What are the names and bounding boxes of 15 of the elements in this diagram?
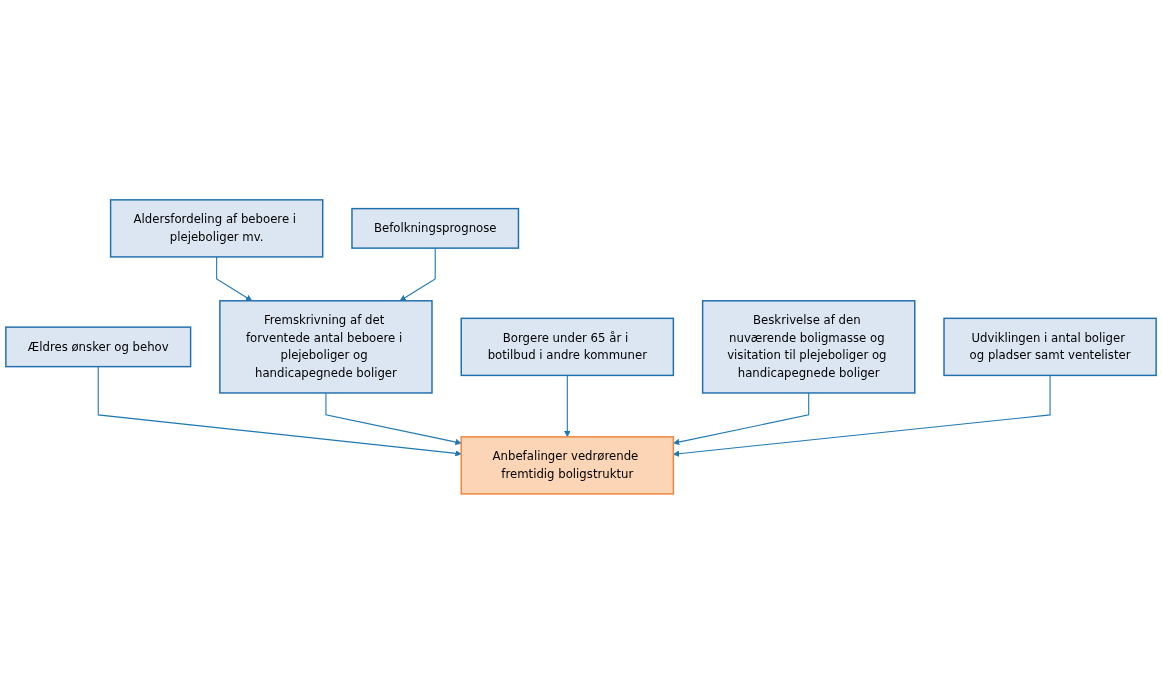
node-box: Borgere under 65 år i botilbud i andre kommuner — [460, 317, 675, 376]
node-box: Anbefalinger vedrørende fremtidig boligstruktur — [460, 435, 675, 495]
arrow — [564, 374, 571, 437]
arrow — [216, 255, 253, 301]
arrow — [673, 374, 1051, 457]
node-box: Udviklingen i antal boliger og pladser samt ventelister — [943, 317, 1157, 376]
arrow — [97, 365, 462, 457]
node-box: Befolkningsprognose — [351, 207, 520, 249]
arrow — [325, 392, 462, 445]
node-box: Ældres ønsker og behov — [5, 326, 192, 367]
arrow — [399, 247, 436, 301]
node-box: Fremskrivning af det forventede antal beboere i plejeboliger og handicapegnede boliger — [219, 299, 433, 394]
node-box: Aldersfordeling af beboere i plejeboliger mv. — [109, 198, 324, 258]
node-box: Beskrivelse af den nuværende boligmasse og visitation til plejeboliger og handicapegnede boliger — [701, 299, 916, 394]
arrow — [673, 392, 810, 445]
